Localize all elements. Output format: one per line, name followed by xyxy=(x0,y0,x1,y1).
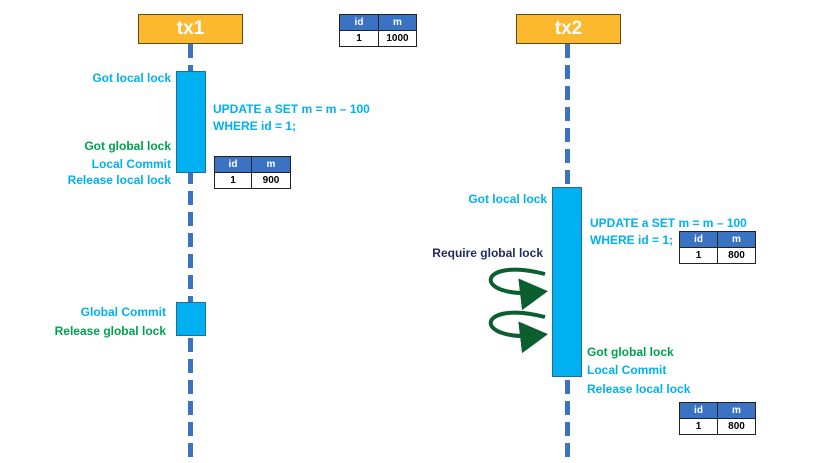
tx1-lifeline xyxy=(188,44,193,463)
retry-arrow-2 xyxy=(488,310,548,354)
cell-m: 900 xyxy=(251,172,291,189)
tx2-got-local-lock: Got local lock xyxy=(468,192,547,206)
cell-m: 1000 xyxy=(378,30,417,47)
tx1-sql-line1: UPDATE a SET m = m – 100 xyxy=(213,102,370,116)
cell-id: 1 xyxy=(679,247,718,264)
tx2-release-local-lock: Release local lock xyxy=(587,382,691,396)
col-header-m: m xyxy=(378,14,417,31)
cell-m-highlighted: 800 xyxy=(717,247,756,264)
tx1-sql: UPDATE a SET m = m – 100 WHERE id = 1; xyxy=(213,101,370,135)
cell-m: 800 xyxy=(717,418,756,435)
participant-tx2: tx2 xyxy=(516,14,621,44)
record-table-tx2-update: id m 1 800 xyxy=(679,231,756,264)
tx1-local-commit: Local Commit xyxy=(91,157,171,171)
participant-tx1-label: tx1 xyxy=(176,18,205,39)
tx1-sql-line2: WHERE id = 1; xyxy=(213,119,297,133)
col-header-id: id xyxy=(679,402,718,419)
participant-tx1: tx1 xyxy=(138,14,243,44)
col-header-m: m xyxy=(717,402,756,419)
tx1-activation-global xyxy=(176,302,206,336)
tx2-sql-line2: WHERE id = 1; xyxy=(590,233,674,247)
record-table-tx2-final: id m 1 800 xyxy=(679,402,756,435)
participant-tx2-label: tx2 xyxy=(554,18,583,39)
tx1-got-global-lock: Got global lock xyxy=(84,139,171,153)
col-header-m: m xyxy=(717,231,756,248)
tx1-release-local-lock: Release local lock xyxy=(67,173,171,187)
tx1-got-local-lock: Got local lock xyxy=(92,71,171,85)
tx2-require-global-lock: Require global lock xyxy=(432,246,543,260)
tx2-got-global-lock: Got global lock xyxy=(587,345,674,359)
col-header-id: id xyxy=(339,14,379,31)
cell-id: 1 xyxy=(214,172,252,189)
tx1-activation-local xyxy=(176,71,206,173)
tx1-global-commit: Global Commit xyxy=(80,305,166,319)
tx2-activation xyxy=(552,187,582,377)
tx1-release-global-lock: Release global lock xyxy=(54,324,166,338)
cell-id: 1 xyxy=(679,418,718,435)
col-header-id: id xyxy=(214,156,252,173)
record-table-initial: id m 1 1000 xyxy=(339,14,417,47)
tx2-sql-line1: UPDATE a SET m = m – 100 xyxy=(590,216,747,230)
tx2-sql: UPDATE a SET m = m – 100 WHERE id = 1; xyxy=(590,215,747,249)
record-table-tx1: id m 1 900 xyxy=(214,156,291,189)
retry-arrow-1 xyxy=(488,267,548,311)
tx2-local-commit: Local Commit xyxy=(587,363,667,377)
